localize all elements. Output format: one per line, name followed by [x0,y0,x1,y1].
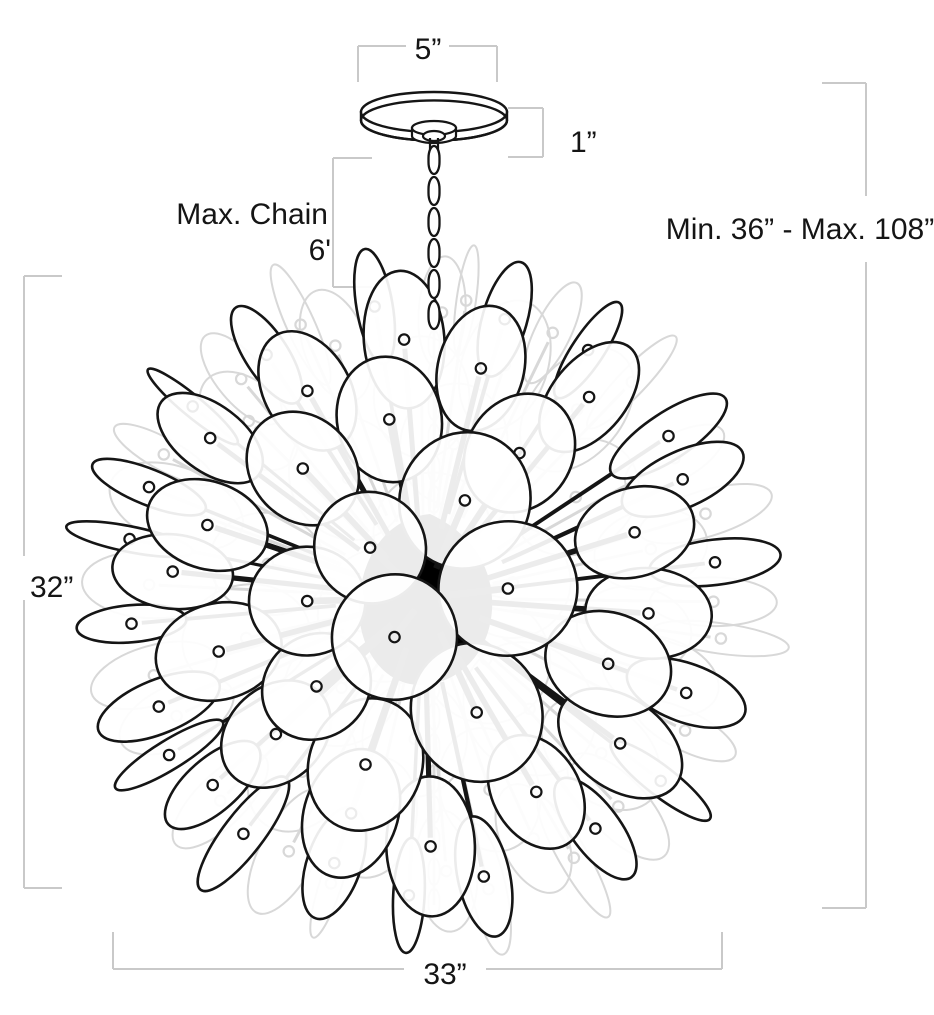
disc-center-hole [282,844,296,858]
disc-center-hole [474,362,488,375]
disc-center-hole [569,490,583,504]
label-canopy-height: 1” [570,126,597,159]
disc-center-hole [162,748,176,762]
disc-center-hole [359,758,372,771]
disc-center-hole [501,582,515,595]
disc-plate [145,477,269,573]
disc-center-hole [382,413,396,426]
disc-center-hole [294,318,307,331]
disc-center-hole [589,822,602,835]
disc-plate [573,484,696,580]
disc-center-hole [203,431,217,445]
chain-link [427,175,441,207]
disc-center-hole [296,462,310,475]
disc-center-hole [152,700,166,713]
disc [154,600,283,703]
label-canopy-width: 5” [415,33,442,66]
disc-plate [113,718,225,792]
disc-center-hole [714,632,728,645]
disc-center-hole [206,778,219,792]
disc-center-hole [201,518,214,532]
disc-center-hole [601,657,615,671]
disc-center-hole [613,737,627,750]
disc-center-hole [628,525,641,539]
disc-center-hole [310,680,323,693]
chain-link [427,237,441,269]
canopy-hub-collar [421,129,447,143]
disc-center-hole [611,800,625,813]
disc-center-hole [567,851,581,865]
disc [573,484,696,580]
chain-link [427,268,441,300]
label-overall-drop: Min. 36” - Max. 108” [666,213,934,246]
chain-link [427,144,441,176]
chain-link [427,206,441,238]
disc-center-hole [676,472,689,486]
disc-center-hole [424,840,437,853]
dimension-lines-layer [23,45,867,970]
disc-center-hole [397,333,411,346]
disc-center-hole [470,706,483,719]
disc-center-hole [477,870,491,883]
disc-center-hole [662,429,675,443]
disc-center-hole [157,448,171,461]
label-max-chain: Max. Chain [176,198,328,231]
disc-center-hole [237,827,250,841]
disc-center-hole [234,372,248,386]
disc [522,281,583,385]
disc-center-hole [328,339,342,352]
label-globe-height: 32” [30,571,73,604]
disc-center-hole [642,607,655,620]
label-max-chain-value: 6' [309,234,331,267]
disc-center-hole [582,390,596,404]
disc-center-hole [363,541,377,554]
disc-center-hole [458,494,472,507]
disc-plate [522,281,583,385]
disc-center-hole [529,785,543,799]
chain-group [427,144,441,331]
disc-center-hole [269,727,283,741]
disc-center-hole [301,384,314,398]
disc-center-hole [699,507,712,520]
disc-center-hole [125,617,138,630]
disc-plate [330,573,459,702]
disc-center-hole [166,565,179,578]
canopy-group [359,90,509,152]
chain-link [427,299,441,331]
disc-center-hole [212,645,225,658]
disc-center-hole [679,686,693,700]
disc-center-hole [708,555,722,569]
disc-center-hole [142,480,156,494]
disc-center-hole [388,630,401,644]
label-globe-width: 33” [423,958,466,991]
disc [113,718,225,792]
fixture-layer [65,90,782,955]
disc-center-hole [678,724,692,737]
disc-center-hole [300,594,314,608]
disc [145,477,269,573]
disc-center-hole [459,294,473,307]
disc-center-hole [546,326,559,340]
disc [330,573,459,702]
